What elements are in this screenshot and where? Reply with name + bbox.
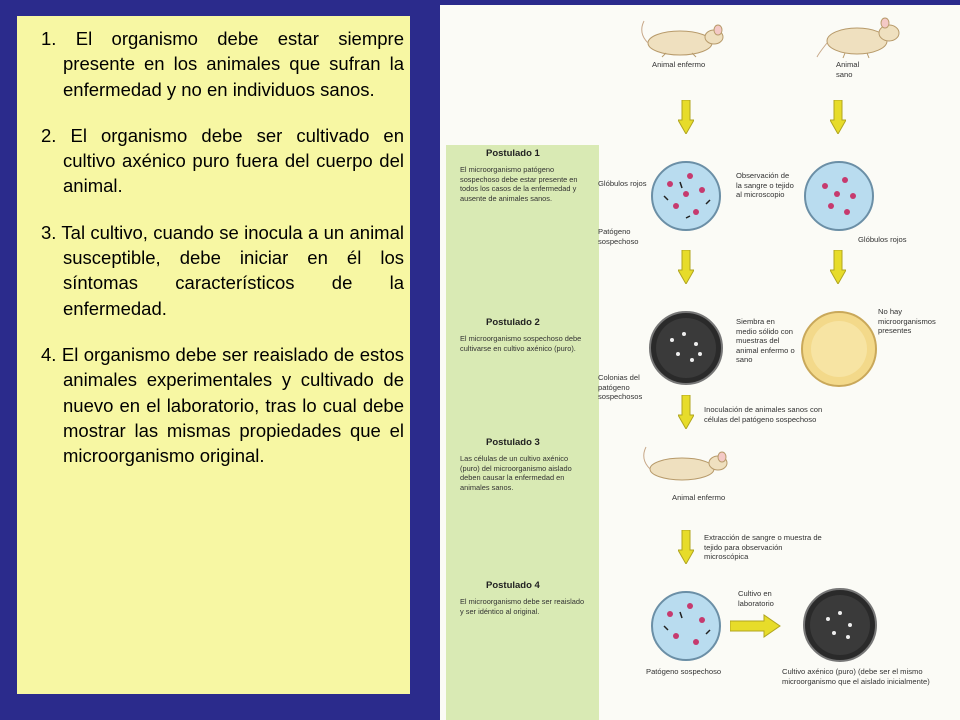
postulate-2-box: Postulado 2 El microorganismo sospechoso… (460, 318, 585, 353)
postulate-4-box: Postulado 4 El microorganismo debe ser r… (460, 581, 585, 616)
blood-smear-healthy-icon (804, 161, 874, 231)
down-arrow-icon (678, 100, 694, 134)
sick-mouse-icon (643, 446, 728, 481)
postulate-3-title: Postulado 3 (486, 437, 540, 448)
down-arrow-icon (678, 530, 694, 564)
postulate-1-description: El microorganismo patógeno sospechoso de… (460, 164, 578, 204)
label-lab-culture: Cultivo en laboratorio (738, 589, 774, 608)
down-arrow-icon (830, 100, 846, 134)
postulate-1-box: Postulado 1 El microorganismo patógeno s… (460, 149, 585, 204)
postulate-4-title: Postulado 4 (486, 580, 540, 591)
label-suspected-pathogen: Patógeno sospechoso (598, 227, 639, 246)
label-red-cells-left: Glóbulos rojos (598, 179, 647, 188)
postulate-1-text: 1. El organismo debe estar siempre prese… (41, 28, 404, 100)
label-pure-culture: Cultivo axénico (puro) (debe ser el mism… (782, 667, 930, 686)
down-arrow-icon (678, 250, 694, 284)
label-suspected-pathogen-2: Patógeno sospechoso (646, 667, 722, 676)
postulate-2-title: Postulado 2 (486, 317, 540, 328)
sick-mouse-icon (641, 20, 724, 58)
postulates-band: Postulado 1 El microorganismo patógeno s… (446, 145, 599, 720)
label-extraction: Extracción de sangre o muestra de tejido… (704, 533, 822, 562)
blood-smear-sick-icon (651, 161, 721, 231)
postulate-1-title: Postulado 1 (486, 148, 540, 159)
postulate-3-description: Las células de un cultivo axénico (puro)… (460, 453, 572, 493)
down-arrow-icon (830, 250, 846, 284)
label-inoculation: Inoculación de animales sanos con célula… (704, 405, 823, 424)
postulate-4-description: El microorganismo debe ser reaislado y s… (460, 596, 585, 616)
postulate-2-description: El microorganismo sospechoso debe cultiv… (460, 333, 582, 353)
label-observation: Observación de la sangre o tejido al mic… (736, 171, 794, 200)
label-seeding: Siembra en medio sólido con muestras del… (736, 317, 795, 365)
postulate-4-text: 4. El organismo debe ser reaislado de es… (41, 343, 404, 467)
label-red-cells-right: Glóbulos rojos (858, 235, 907, 244)
postulates-text-panel: 1. El organismo debe estar siempre prese… (17, 16, 410, 694)
sterile-plate-icon (801, 311, 877, 387)
blood-smear-reisolated-icon (651, 591, 721, 661)
postulate-3-text: 3. Tal cultivo, cuando se inocula a un a… (41, 221, 404, 319)
healthy-mouse-icon (816, 17, 900, 59)
label-sick-animal: Animal enfermo (652, 60, 706, 69)
colony-plate-icon (649, 311, 723, 385)
label-colonies: Colonias del patógeno sospechosos (598, 373, 643, 402)
pure-culture-plate-icon (803, 588, 877, 662)
label-sick-animal-2: Animal enfermo (672, 493, 726, 502)
koch-postulates-figure: Postulado 1 El microorganismo patógeno s… (440, 5, 960, 720)
label-healthy-animal: Animal sano (836, 60, 860, 79)
label-no-microorganisms: No hay microorganismos presentes (878, 307, 936, 336)
postulate-3-box: Postulado 3 Las células de un cultivo ax… (460, 438, 585, 493)
right-arrow-icon (730, 614, 781, 638)
down-arrow-icon (678, 395, 694, 429)
postulate-2-text: 2. El organismo debe ser cultivado en cu… (41, 124, 404, 197)
